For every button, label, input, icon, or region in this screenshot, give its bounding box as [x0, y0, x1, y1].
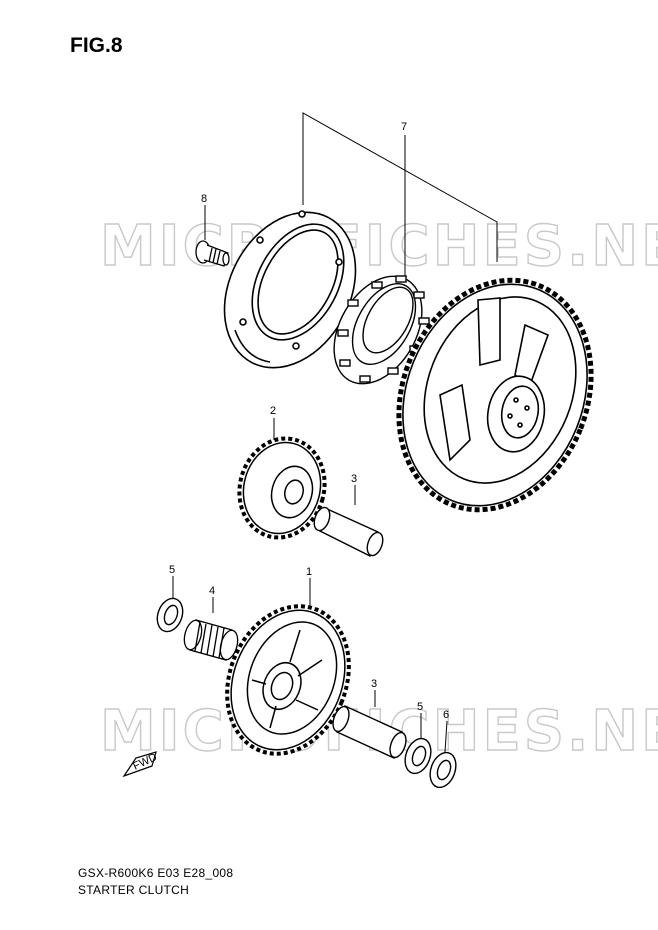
callout-3-upper: 3 [351, 473, 357, 485]
callout-1: 1 [306, 566, 312, 578]
starter-driven-gear [396, 277, 594, 513]
callout-5-left: 5 [169, 564, 175, 576]
callout-4: 4 [209, 585, 215, 597]
washer-part-5-right [404, 737, 432, 775]
one-way-clutch-part-7 [333, 275, 430, 385]
shaft-part-3-lower [332, 705, 407, 759]
callout-3-lower: 3 [371, 678, 377, 690]
shaft-part-3-upper [313, 506, 384, 557]
callout-8: 8 [201, 193, 207, 205]
washer-part-5-left [156, 597, 184, 633]
watermark-top: MICROFICHES.NET [100, 214, 658, 279]
clutch-housing-ring [223, 210, 357, 369]
callout-5-right: 5 [417, 701, 423, 713]
diagram-code: GSX-R600K6 E03 E28_008 [78, 866, 234, 880]
figure-title: FIG.8 [70, 34, 123, 57]
callout-7: 7 [401, 121, 407, 133]
needle-bearing-part-4 [183, 619, 239, 661]
starter-idle-gear-part-1 [225, 604, 351, 756]
diagram-name: STARTER CLUTCH [78, 883, 190, 897]
callout-6: 6 [443, 709, 449, 721]
idle-gear-part-2 [237, 436, 327, 540]
group-bracket [172, 112, 498, 753]
callout-2: 2 [270, 405, 276, 417]
bolt-part-8 [195, 240, 230, 267]
washer-part-6 [429, 751, 457, 789]
